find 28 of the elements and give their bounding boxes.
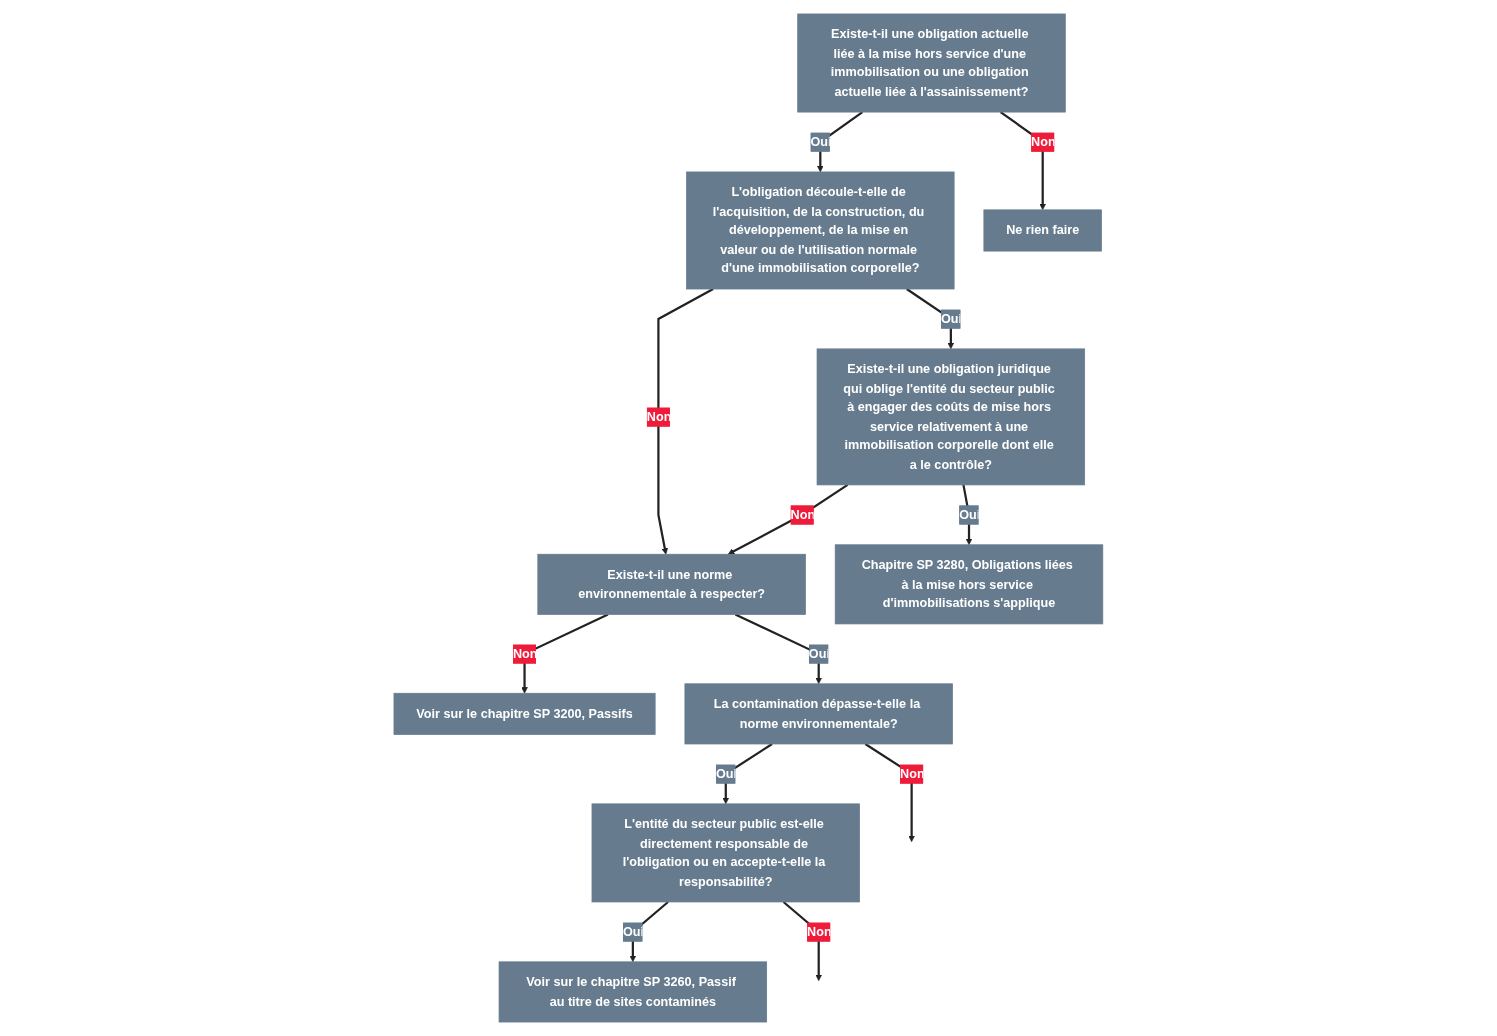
edge-label: Non (513, 646, 538, 661)
node-box: Existe-t-il une obligation juridique qui oblige l'entité du secteur public à engager des coûts de mise hors service relativement à une immobilisation corporelle dont elle a le contrôle? (816, 348, 1086, 486)
node-box: Voir sur le chapitre SP 3260, Passif au titre de sites contaminés (498, 961, 768, 1023)
arrow (657, 288, 714, 555)
arrow (722, 743, 773, 805)
edge-label: Oui (716, 766, 738, 781)
edge-label: Oui (623, 924, 645, 939)
node-box: La contamination dépasse-t-elle la norme environnementale? (684, 683, 953, 745)
edge-label: Non (807, 924, 832, 939)
node-box: Existe-t-il une obligation actuelle liée à la mise hors service d'une immobilisation ou une obligation actuelle liée à l'assainissement? (797, 13, 1066, 113)
edge-label: Oui (959, 507, 981, 522)
arrow (629, 901, 669, 963)
edge-label: Non (790, 507, 816, 522)
edge-label: Oui (810, 134, 832, 149)
arrow (728, 484, 849, 555)
edge-label: Oui (941, 311, 963, 326)
edge-label: Non (1031, 134, 1056, 149)
node-box: Chapitre SP 3280, Obligations liées à la mise hors service d'immobilisations s'applique (834, 544, 1104, 625)
node-box: Voir sur le chapitre SP 3200, Passifs (393, 692, 656, 735)
node-box: L'entité du secteur public est-elle directement responsable de l'obligation ou en accepte-t-elle la responsabilité? (591, 803, 861, 903)
edge-label: Non (900, 766, 925, 781)
node-box: Existe-t-il une norme environnementale à respecter? (537, 553, 806, 615)
arrow (734, 613, 823, 685)
edge-label: Non (646, 409, 672, 424)
arrow (962, 484, 973, 546)
node-box: L'obligation découle-t-elle de l'acquisition, de la construction, du développement, de la mise en valeur ou de l'utilisation normale d'une immobilisation corporelle? (686, 171, 955, 290)
node-box: Ne rien faire (983, 209, 1102, 252)
arrow (817, 111, 864, 173)
